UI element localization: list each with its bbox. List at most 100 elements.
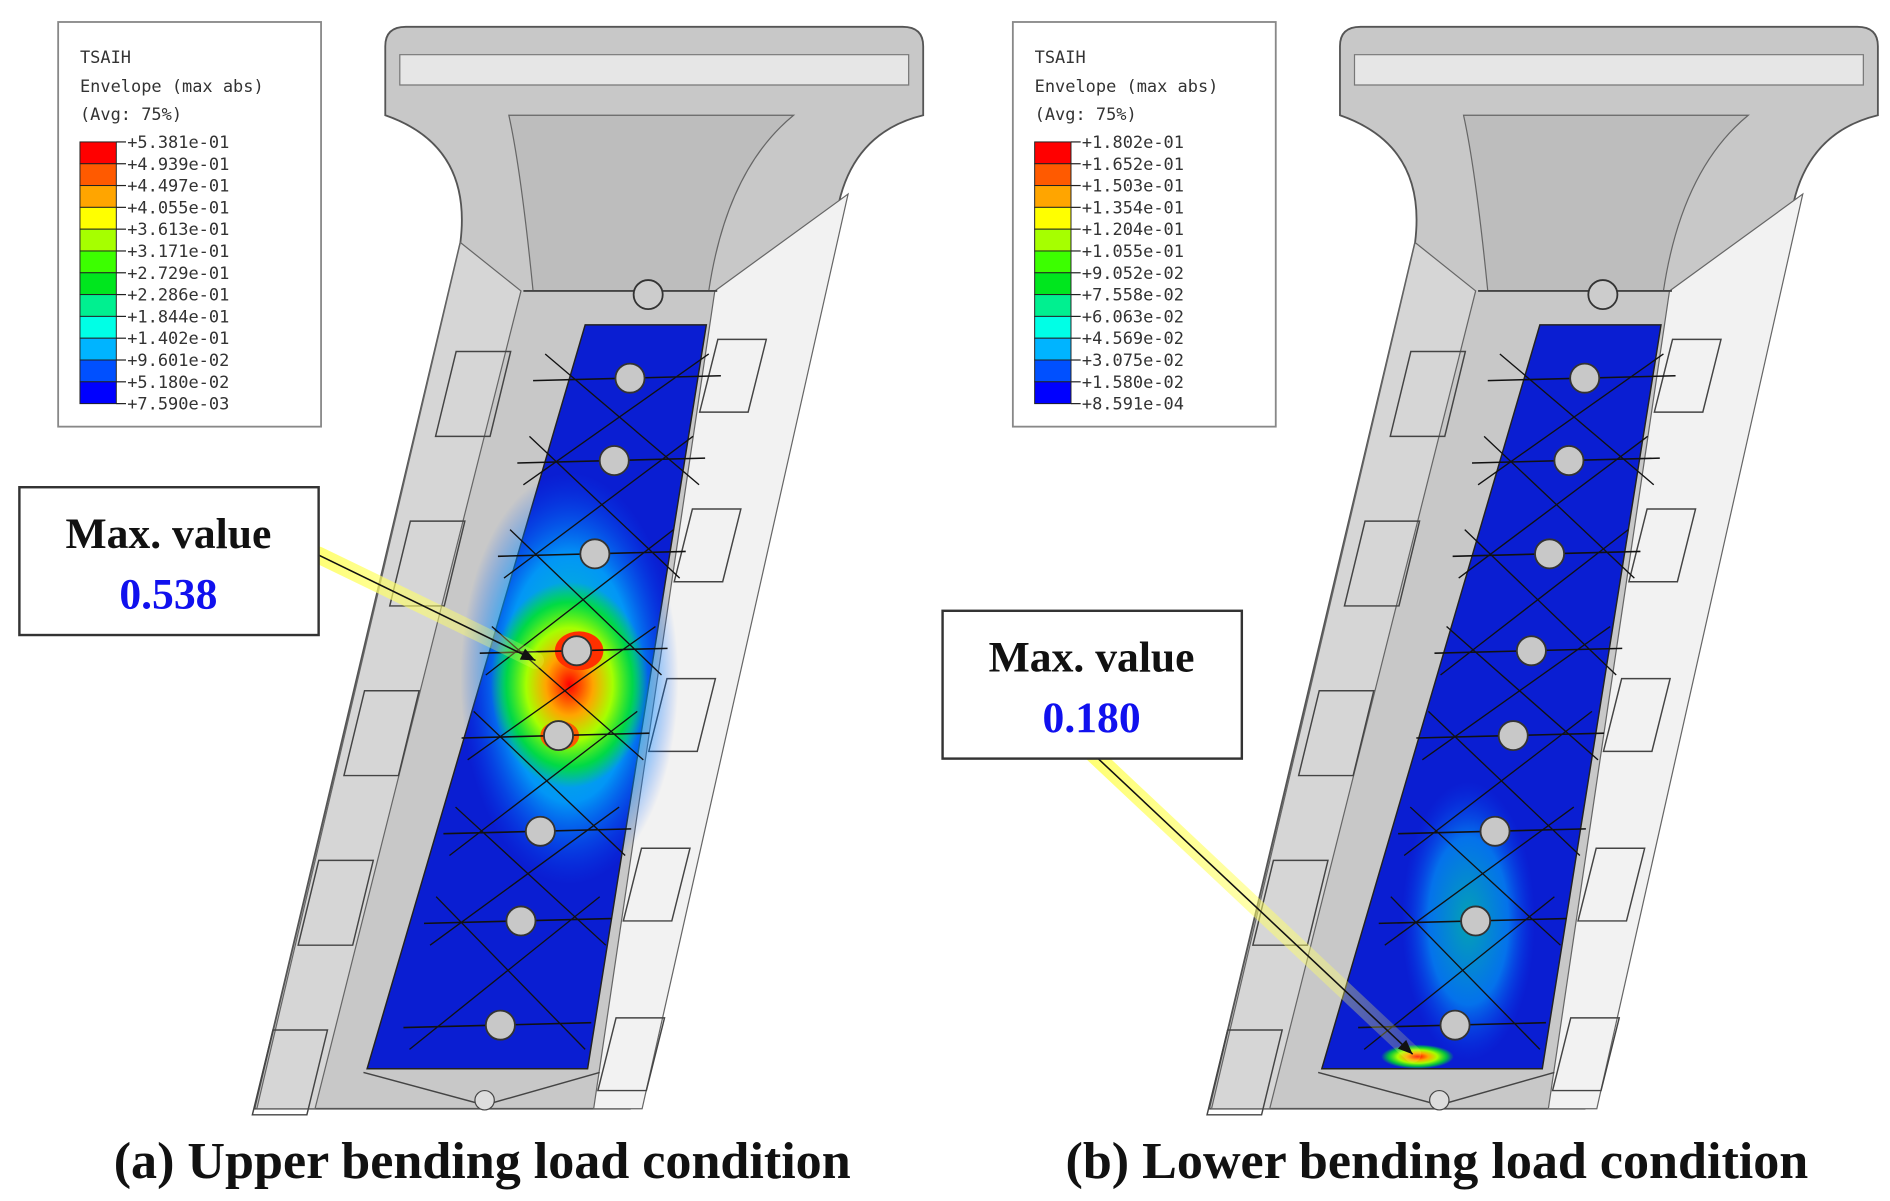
frame-diagonal — [1427, 710, 1581, 857]
bolt-hole — [579, 538, 611, 570]
callout-arrow-line — [318, 554, 536, 662]
legend-value: +1.055e-01 — [1082, 241, 1184, 261]
frame-diagonal — [449, 710, 638, 857]
stiffener-rib — [1602, 677, 1672, 753]
legend-value: +6.063e-02 — [1082, 306, 1184, 326]
legend-color-band — [1034, 141, 1072, 165]
left-flange — [1210, 241, 1477, 1110]
left-flange — [256, 241, 522, 1110]
stiffener-rib — [673, 508, 742, 583]
callout-arrow-line — [1089, 750, 1414, 1055]
legend-value: +1.580e-02 — [1082, 372, 1184, 392]
frame-diagonal — [409, 896, 601, 1050]
legend-color-band — [1034, 381, 1072, 405]
legend-color-band — [79, 250, 117, 274]
stiffener-rib — [1653, 338, 1722, 413]
legend-color-band — [79, 315, 117, 339]
legend-value: +8.591e-04 — [1082, 394, 1184, 414]
stiffener-rib — [596, 1017, 666, 1092]
arrowhead-icon — [519, 648, 536, 661]
legend-color-band — [79, 359, 117, 383]
bolt-hole — [505, 905, 537, 937]
bolt-hole — [632, 279, 664, 311]
frame-diagonal — [523, 353, 710, 486]
legend-color-band — [1034, 185, 1072, 208]
bolt-hole — [1534, 538, 1566, 570]
frame-diagonal — [1403, 710, 1593, 857]
frame-diagonal — [1409, 806, 1561, 946]
stiffener-rib — [297, 859, 375, 946]
bolt-hole — [524, 815, 556, 847]
top-flange — [1353, 54, 1864, 86]
legend-color-band — [1034, 250, 1072, 274]
legend-value: +4.497e-01 — [127, 176, 229, 196]
callout-box — [18, 486, 320, 637]
callout-label: Max. value — [989, 633, 1195, 681]
frame-diagonal — [473, 710, 626, 857]
bolt-hole — [1515, 635, 1547, 667]
legend-subtitle: Envelope (max abs) — [1035, 76, 1219, 96]
right-flange — [1547, 192, 1804, 1110]
legend-value: +4.569e-02 — [1082, 328, 1184, 348]
legend-color-band — [1034, 206, 1072, 230]
stiffener-rib — [434, 350, 512, 438]
top-flange — [399, 54, 910, 86]
bolt-hole — [1497, 720, 1529, 752]
legend-color-band — [1034, 294, 1072, 317]
frame-diagonal — [1477, 353, 1664, 486]
frame-diagonal — [1499, 353, 1655, 486]
stiffener-rib — [698, 338, 768, 413]
stiffener-rib — [388, 520, 466, 607]
legend-value: +9.052e-02 — [1082, 263, 1184, 283]
legend-color-band — [79, 337, 117, 361]
callout-label: Max. value — [65, 510, 271, 558]
bolt-hole — [1439, 1009, 1471, 1041]
legend-value: +1.402e-01 — [127, 328, 229, 348]
legend-color-band — [79, 228, 117, 252]
legend-color-band — [79, 163, 117, 187]
stiffener-rib — [1577, 847, 1646, 922]
legend-color-band — [1034, 359, 1072, 383]
frame-diagonal — [1363, 896, 1555, 1050]
bottom-hole — [1429, 1089, 1450, 1111]
callout-box — [941, 609, 1244, 760]
legend-value: +1.204e-01 — [1082, 219, 1184, 239]
frame-diagonal — [455, 806, 607, 946]
frame-diagonal — [528, 435, 681, 579]
frame-diagonal — [544, 353, 700, 486]
legend-value: +1.503e-01 — [1082, 176, 1184, 196]
bolt-hole — [1460, 905, 1492, 937]
bolt-hole — [1587, 279, 1619, 311]
frame-diagonal — [1483, 435, 1635, 579]
legend-value: +1.354e-01 — [1082, 197, 1184, 217]
bolt-hole — [1553, 445, 1585, 477]
legend-average: (Avg: 75%) — [80, 104, 182, 124]
legend-color-band — [79, 272, 117, 296]
legend-value: +3.613e-01 — [127, 219, 229, 239]
legend-value: +5.381e-01 — [127, 132, 229, 152]
bolt-hole — [561, 635, 593, 667]
legend-color-band — [79, 294, 117, 317]
bolt-hole — [614, 362, 646, 394]
legend-color-band — [79, 381, 117, 405]
legend-value: +1.844e-01 — [127, 306, 229, 326]
bolt-hole — [1569, 362, 1601, 394]
stiffener-rib — [251, 1029, 329, 1116]
bolt-hole — [598, 445, 630, 477]
stiffener-rib — [343, 690, 420, 777]
stiffener-rib — [1627, 508, 1697, 583]
stiffener-rib — [622, 847, 691, 922]
legend-color-band — [79, 206, 117, 230]
stiffener-rib — [1389, 350, 1467, 438]
frame-diagonal — [1440, 529, 1629, 676]
frame-diagonal — [1446, 626, 1599, 761]
stress-contour-panel — [363, 324, 721, 1111]
legend-value: +1.802e-01 — [1082, 132, 1184, 152]
bolt-hole — [543, 720, 574, 752]
